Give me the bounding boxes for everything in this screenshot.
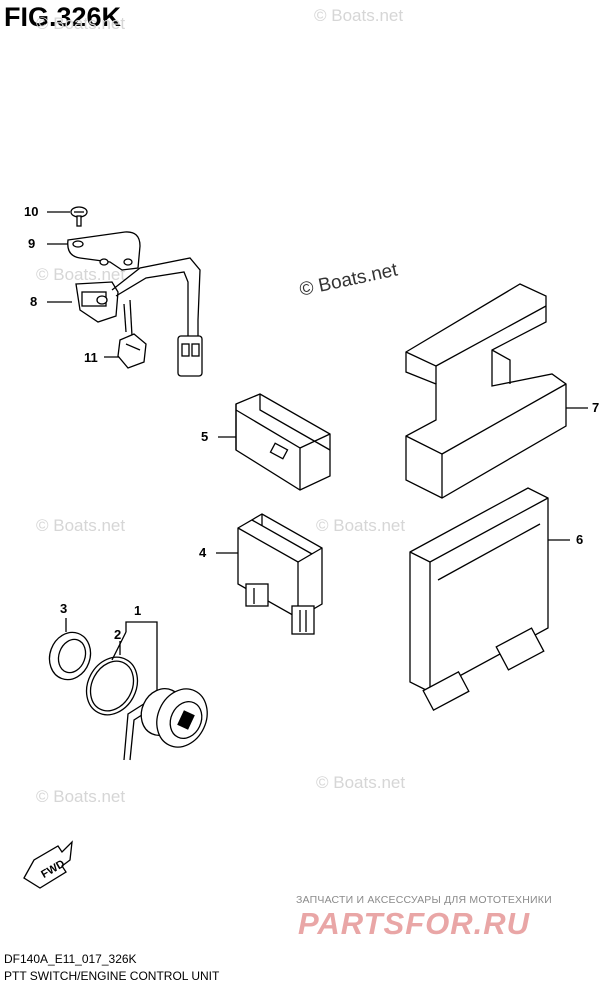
part-7-holder xyxy=(405,283,567,499)
callout-1: 1 xyxy=(134,603,142,618)
callout-6: 6 xyxy=(576,532,584,547)
harness-connector xyxy=(177,320,203,377)
watermark: © Boats.net xyxy=(316,773,406,792)
part-6-ecu xyxy=(409,487,549,711)
promo-logo: PARTSFOR.RU xyxy=(298,906,531,941)
callout-9: 9 xyxy=(28,236,36,251)
watermark: © Boats.net xyxy=(36,265,126,284)
part-10-screw xyxy=(70,206,88,227)
watermark: © Boats.net xyxy=(36,14,126,33)
callout-10: 10 xyxy=(24,204,39,219)
callout-4: 4 xyxy=(199,545,207,560)
watermark: © Boats.net xyxy=(314,6,404,25)
part-1-ptt-switch xyxy=(123,688,208,761)
figure-code: DF140A_E11_017_326K xyxy=(4,952,137,966)
callout-3: 3 xyxy=(60,601,68,616)
part-9-bracket xyxy=(67,231,141,271)
promo-text: ЗАПЧАСТИ И АКСЕССУАРЫ ДЛЯ МОТОТЕХНИКИ xyxy=(296,894,552,906)
figure-title: FIG.326K xyxy=(4,2,122,32)
fwd-arrow: FWD xyxy=(23,840,73,889)
part-2-o-ring xyxy=(85,656,139,716)
part-8-switch xyxy=(75,257,201,337)
part-4-relay xyxy=(237,513,323,635)
callout-5: 5 xyxy=(201,429,209,444)
callout-2: 2 xyxy=(114,627,122,642)
callout-7: 7 xyxy=(592,400,600,415)
part-3-ring-nut xyxy=(48,631,92,681)
figure-caption: PTT SWITCH/ENGINE CONTROL UNIT xyxy=(4,969,220,983)
watermark: © Boats.net xyxy=(316,516,406,535)
callout-8: 8 xyxy=(30,294,38,309)
callout-11: 11 xyxy=(84,350,98,365)
part-5-cover xyxy=(235,393,331,491)
watermark: © Boats.net xyxy=(36,787,126,806)
part-11-clamp xyxy=(117,333,147,369)
watermark: © Boats.net xyxy=(36,516,126,535)
